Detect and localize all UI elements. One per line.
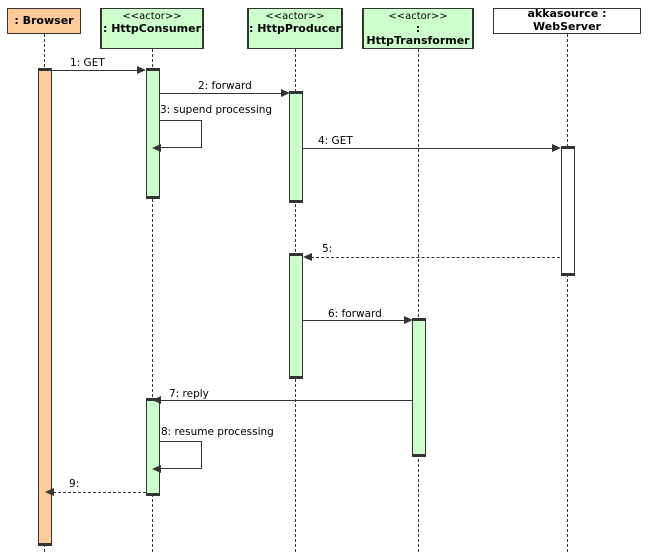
- message-3-selfloop: [160, 120, 202, 148]
- lifeline-httptransformer: [418, 49, 419, 552]
- lifeline-head-webserver[interactable]: akkasource : WebServer: [493, 7, 641, 34]
- message-2-label: 2: forward: [198, 80, 252, 92]
- activation-httpconsumer-1: [146, 68, 160, 199]
- lifeline-head-httpproducer[interactable]: <<actor>> : HttpProducer: [247, 8, 343, 49]
- lifeline-head-httptransformer[interactable]: <<actor>> : HttpTransformer: [362, 8, 474, 49]
- message-8-selfloop: [160, 441, 202, 469]
- message-4-line: [303, 148, 558, 149]
- lifeline-webserver: [567, 34, 568, 552]
- message-9-label: 9:: [69, 478, 80, 490]
- message-6-line: [303, 320, 409, 321]
- lifeline-head-browser[interactable]: : Browser: [7, 8, 81, 34]
- message-6-label: 6: forward: [328, 308, 382, 320]
- lifeline-name-browser: : Browser: [14, 13, 74, 27]
- stereotype-httpconsumer: <<actor>>: [122, 11, 182, 22]
- message-8-label: 8: resume processing: [161, 426, 274, 438]
- message-3-label: 3: supend processing: [160, 104, 273, 116]
- message-4-arrowhead: [552, 144, 561, 152]
- activation-browser: [38, 68, 52, 546]
- activation-httpproducer-1: [289, 91, 303, 203]
- message-3-arrowhead: [152, 144, 161, 152]
- lifeline-httpconsumer: [152, 49, 153, 552]
- message-1-arrowhead: [137, 66, 146, 74]
- lifeline-name-httpconsumer: : HttpConsumer: [102, 21, 201, 35]
- stereotype-httpproducer: <<actor>>: [265, 11, 325, 22]
- message-2-line: [160, 93, 286, 94]
- message-1-label: 1: GET: [70, 57, 105, 69]
- activation-webserver: [561, 146, 575, 276]
- message-2-arrowhead: [281, 89, 290, 97]
- message-9-line: [53, 492, 146, 493]
- lifeline-name-webserver: akkasource : WebServer: [527, 7, 607, 33]
- message-7-arrowhead: [152, 396, 161, 404]
- activation-httpproducer-2: [289, 253, 303, 379]
- message-5-arrowhead: [303, 253, 312, 261]
- message-9-arrowhead: [45, 488, 54, 496]
- message-5-line: [311, 257, 560, 258]
- message-1-line: [45, 70, 143, 71]
- message-5-label: 5:: [322, 243, 333, 255]
- lifeline-head-httpconsumer[interactable]: <<actor>> : HttpConsumer: [100, 8, 204, 49]
- message-6-arrowhead: [404, 316, 413, 324]
- stereotype-httptransformer: <<actor>>: [388, 11, 448, 22]
- lifeline-name-httptransformer: : HttpTransformer: [366, 21, 470, 48]
- message-8-arrowhead: [152, 465, 161, 473]
- message-4-label: 4: GET: [318, 135, 353, 147]
- activation-httpconsumer-2: [146, 398, 160, 496]
- message-7-label: 7: reply: [169, 388, 209, 400]
- message-7-line: [160, 400, 412, 401]
- activation-httptransformer: [412, 318, 426, 457]
- lifeline-name-httpproducer: : HttpProducer: [249, 21, 341, 35]
